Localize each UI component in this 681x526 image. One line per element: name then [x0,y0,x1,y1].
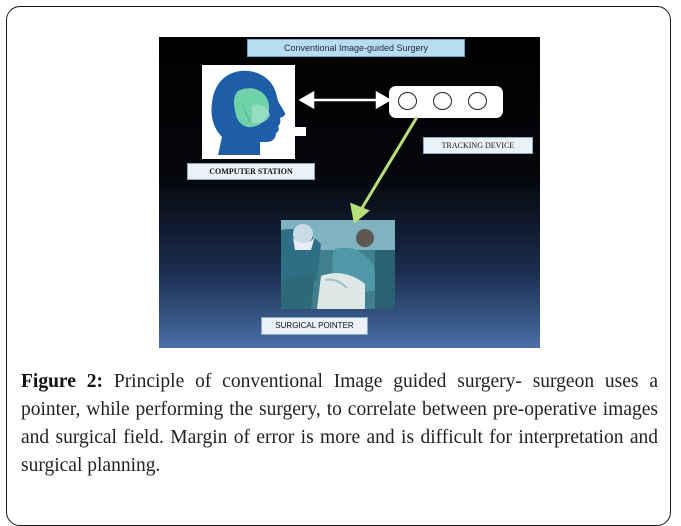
surgical-pointer-label: SURGICAL POINTER [261,317,368,335]
computer-station-label: COMPUTER STATION [187,163,315,180]
figure-caption: Figure 2: Principle of conventional Imag… [21,368,658,480]
bidirectional-arrow-icon [298,90,392,110]
caption-label: Figure 2: [21,371,103,392]
figure-title: Conventional Image-guided Surgery [247,39,465,57]
monitor-stand [295,127,306,136]
tracking-device-label: TRACKING DEVICE [423,137,533,154]
surgical-photo [281,220,395,309]
computer-station-image [202,65,295,159]
tracker-marker-1 [398,92,417,110]
figure-diagram: Conventional Image-guided Surgery COMPUT… [159,37,540,348]
tracker-marker-3 [468,92,487,110]
caption-text: Principle of conventional Image guided s… [21,371,659,476]
tracking-device [389,86,503,118]
pointer-arrow-icon [350,116,419,224]
tracker-marker-2 [433,92,452,110]
